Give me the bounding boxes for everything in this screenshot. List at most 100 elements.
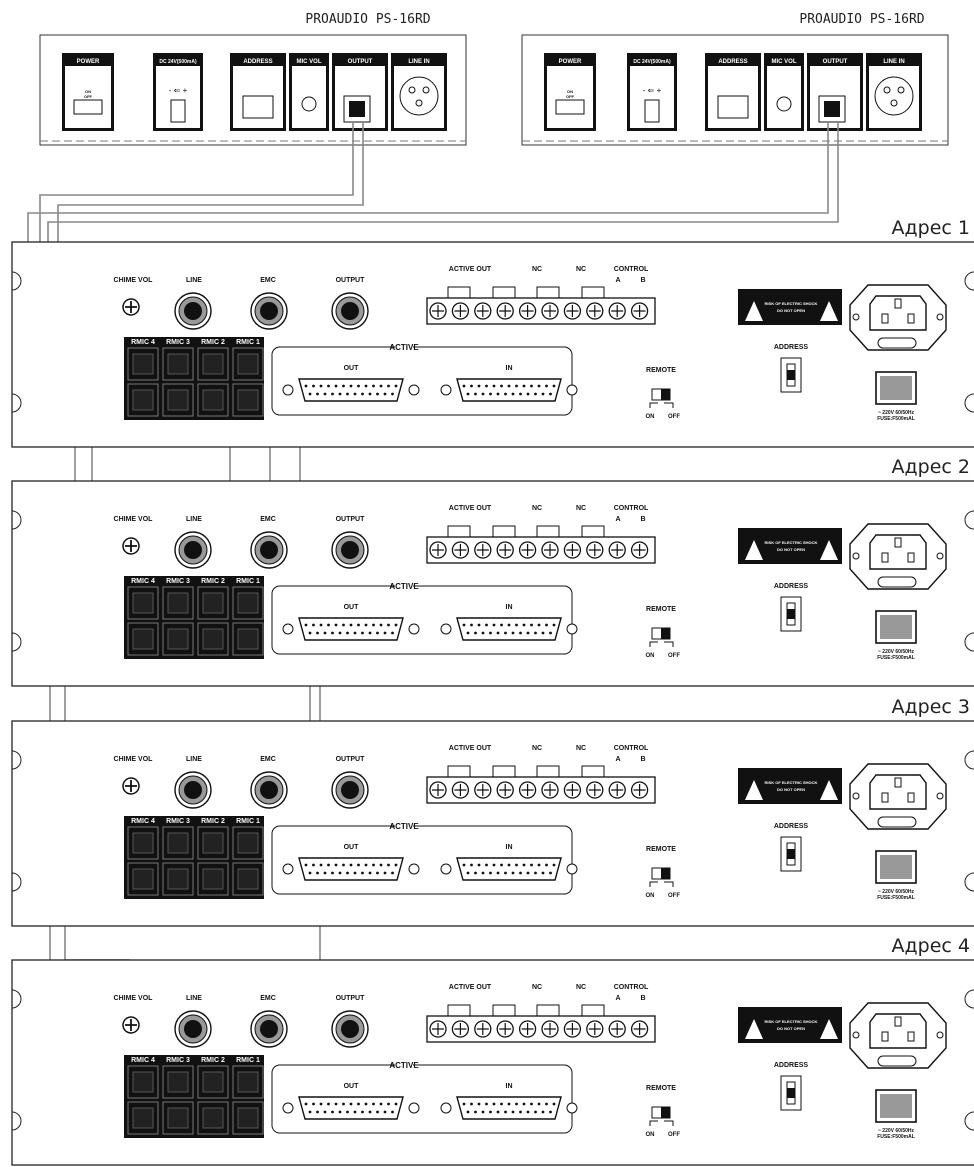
terminal-screw[interactable]: [586, 1020, 604, 1038]
terminal-screw[interactable]: [474, 1020, 492, 1038]
rmic-port[interactable]: [197, 347, 229, 381]
db25-out[interactable]: [282, 378, 420, 402]
rmic-port[interactable]: [162, 347, 194, 381]
terminal-screw[interactable]: [474, 302, 492, 320]
terminal-screw[interactable]: [630, 1020, 649, 1038]
line-jack[interactable]: [174, 771, 212, 809]
rmic-port[interactable]: [162, 826, 194, 860]
rmic-port[interactable]: [162, 862, 194, 896]
terminal-screw[interactable]: [451, 1020, 470, 1038]
output-jack[interactable]: [331, 771, 369, 809]
power-switch[interactable]: [875, 1089, 917, 1123]
terminal-screw[interactable]: [429, 541, 447, 559]
chime-vol-knob[interactable]: [122, 777, 140, 795]
address-switch[interactable]: [780, 596, 802, 632]
rmic-port[interactable]: [127, 622, 159, 656]
rmic-port[interactable]: [127, 862, 159, 896]
terminal-screw[interactable]: [608, 302, 626, 320]
terminal-screw[interactable]: [541, 781, 559, 799]
terminal-screw[interactable]: [541, 1020, 559, 1038]
power-inlet[interactable]: [849, 523, 947, 590]
terminal-screw[interactable]: [518, 541, 537, 559]
mic-vol-knob[interactable]: [776, 96, 792, 112]
line-in-xlr[interactable]: [874, 76, 914, 116]
rmic-port[interactable]: [162, 1065, 194, 1099]
rmic-port[interactable]: [232, 1065, 264, 1099]
remote-switch[interactable]: [651, 388, 671, 401]
terminal-screw[interactable]: [541, 541, 559, 559]
terminal-screw[interactable]: [496, 541, 514, 559]
emc-jack[interactable]: [250, 292, 288, 330]
terminal-screw[interactable]: [608, 541, 626, 559]
terminal-screw[interactable]: [496, 302, 514, 320]
output-jack[interactable]: [331, 292, 369, 330]
address-switch[interactable]: [780, 1075, 802, 1111]
power-switch[interactable]: [875, 610, 917, 644]
rmic-port[interactable]: [232, 862, 264, 896]
rmic-port[interactable]: [232, 383, 264, 417]
terminal-screw[interactable]: [451, 541, 470, 559]
line-jack[interactable]: [174, 531, 212, 569]
rmic-port[interactable]: [127, 347, 159, 381]
terminal-screw[interactable]: [474, 541, 492, 559]
db25-in[interactable]: [440, 857, 578, 881]
terminal-screw[interactable]: [630, 541, 649, 559]
terminal-screw[interactable]: [518, 781, 537, 799]
emc-jack[interactable]: [250, 1010, 288, 1048]
chime-vol-knob[interactable]: [122, 1016, 140, 1034]
dc-jack[interactable]: [644, 99, 660, 123]
rmic-port[interactable]: [127, 1101, 159, 1135]
output-jack[interactable]: [331, 531, 369, 569]
db25-in[interactable]: [440, 1096, 578, 1120]
terminal-screw[interactable]: [563, 781, 582, 799]
terminal-screw[interactable]: [496, 781, 514, 799]
chime-vol-knob[interactable]: [122, 298, 140, 316]
remote-switch[interactable]: [651, 627, 671, 640]
dc-jack[interactable]: [170, 99, 186, 123]
rmic-port[interactable]: [197, 1101, 229, 1135]
mic-vol-knob[interactable]: [301, 96, 317, 112]
remote-switch[interactable]: [651, 1106, 671, 1119]
address-switch[interactable]: [780, 836, 802, 872]
terminal-screw[interactable]: [630, 781, 649, 799]
terminal-screw[interactable]: [518, 1020, 537, 1038]
terminal-screw[interactable]: [451, 781, 470, 799]
power-inlet[interactable]: [849, 1002, 947, 1069]
terminal-screw[interactable]: [563, 302, 582, 320]
terminal-screw[interactable]: [429, 1020, 447, 1038]
terminal-screw[interactable]: [541, 302, 559, 320]
terminal-screw[interactable]: [563, 541, 582, 559]
rmic-port[interactable]: [197, 826, 229, 860]
terminal-screw[interactable]: [586, 781, 604, 799]
emc-jack[interactable]: [250, 771, 288, 809]
db25-out[interactable]: [282, 1096, 420, 1120]
rmic-port[interactable]: [197, 862, 229, 896]
line-in-xlr[interactable]: [399, 76, 439, 116]
terminal-screw[interactable]: [474, 781, 492, 799]
terminal-screw[interactable]: [518, 302, 537, 320]
rmic-port[interactable]: [197, 1065, 229, 1099]
terminal-screw[interactable]: [586, 302, 604, 320]
remote-switch[interactable]: [651, 867, 671, 880]
terminal-screw[interactable]: [630, 302, 649, 320]
rmic-port[interactable]: [162, 1101, 194, 1135]
address-switch[interactable]: [242, 95, 274, 119]
line-jack[interactable]: [174, 292, 212, 330]
line-jack[interactable]: [174, 1010, 212, 1048]
terminal-screw[interactable]: [608, 781, 626, 799]
rmic-port[interactable]: [197, 622, 229, 656]
address-switch[interactable]: [717, 95, 749, 119]
power-inlet[interactable]: [849, 763, 947, 830]
terminal-screw[interactable]: [451, 302, 470, 320]
power-switch[interactable]: [555, 99, 585, 115]
rmic-port[interactable]: [197, 383, 229, 417]
emc-jack[interactable]: [250, 531, 288, 569]
db25-out[interactable]: [282, 857, 420, 881]
power-switch[interactable]: [73, 99, 103, 115]
rmic-port[interactable]: [127, 586, 159, 620]
terminal-screw[interactable]: [429, 302, 447, 320]
rmic-port[interactable]: [232, 1101, 264, 1135]
output-jack[interactable]: [331, 1010, 369, 1048]
db25-out[interactable]: [282, 617, 420, 641]
db25-in[interactable]: [440, 617, 578, 641]
